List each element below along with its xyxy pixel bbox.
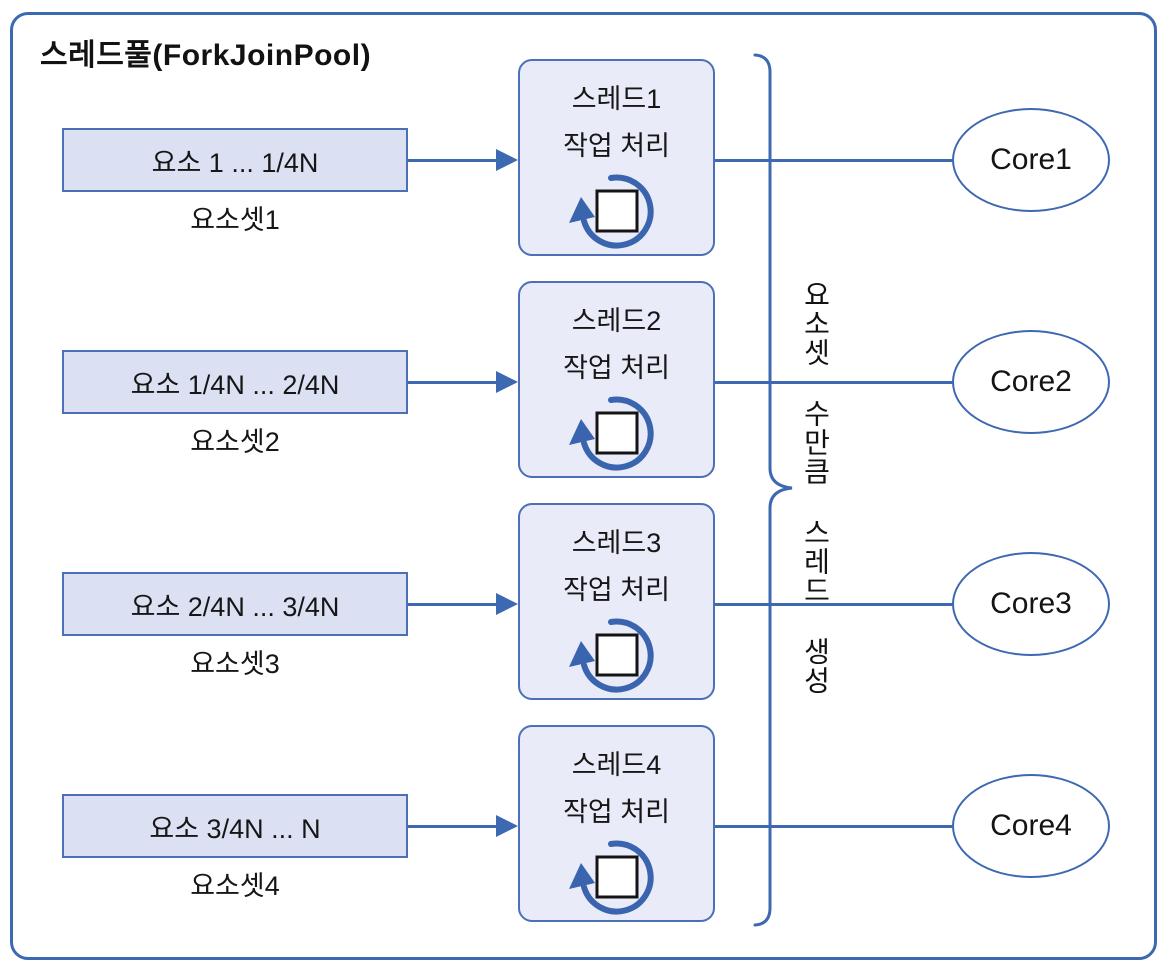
fork-arrow-line-2 bbox=[408, 380, 500, 384]
element-range-label-3: 요소 2/4N ... 3/4N bbox=[130, 591, 340, 622]
fork-arrow-head-icon-4 bbox=[496, 815, 518, 837]
task-loop-icon-1 bbox=[520, 165, 713, 261]
element-set-label-3: 요소셋3 bbox=[190, 649, 280, 679]
element-range-label-4: 요소 3/4N ... N bbox=[149, 813, 321, 844]
thread-task-2: 작업 처리 bbox=[563, 353, 670, 383]
thread-box-2: 스레드2 작업 처리 bbox=[518, 281, 715, 478]
element-box-1: 요소 1 ... 1/4N bbox=[62, 128, 408, 192]
core-ellipse-3: Core3 bbox=[952, 552, 1110, 656]
thread-box-1: 스레드1 작업 처리 bbox=[518, 59, 715, 256]
thread-task-1: 작업 처리 bbox=[563, 131, 670, 161]
core-ellipse-4: Core4 bbox=[952, 774, 1110, 878]
thread-core-connector-3 bbox=[714, 602, 958, 606]
brace-annotation: 요소셋 수만큼 스레드 생성 bbox=[800, 280, 831, 695]
fork-arrow-head-icon-3 bbox=[496, 593, 518, 615]
core-label-1: Core1 bbox=[990, 143, 1072, 176]
fork-arrow-head-icon-2 bbox=[496, 371, 518, 393]
element-set-label-1: 요소셋1 bbox=[190, 205, 280, 235]
thread-box-3: 스레드3 작업 처리 bbox=[518, 503, 715, 700]
task-loop-icon-4 bbox=[520, 831, 713, 927]
core-label-3: Core3 bbox=[990, 587, 1072, 620]
thread-name-1: 스레드1 bbox=[571, 84, 662, 114]
thread-name-4: 스레드4 bbox=[571, 750, 662, 780]
thread-name-2: 스레드2 bbox=[571, 306, 662, 336]
diagram-title: 스레드풀(ForkJoinPool) bbox=[40, 39, 372, 72]
element-set-label-4: 요소셋4 bbox=[190, 871, 280, 901]
element-box-4: 요소 3/4N ... N bbox=[62, 794, 408, 858]
element-range-label-2: 요소 1/4N ... 2/4N bbox=[130, 369, 340, 400]
task-loop-icon-2 bbox=[520, 387, 713, 483]
element-range-label-1: 요소 1 ... 1/4N bbox=[151, 147, 319, 178]
element-set-label-2: 요소셋2 bbox=[190, 427, 280, 457]
thread-name-3: 스레드3 bbox=[571, 528, 662, 558]
thread-core-connector-2 bbox=[714, 380, 958, 384]
element-box-2: 요소 1/4N ... 2/4N bbox=[62, 350, 408, 414]
fork-arrow-head-icon-1 bbox=[496, 149, 518, 171]
task-loop-icon-3 bbox=[520, 609, 713, 705]
thread-task-3: 작업 처리 bbox=[563, 575, 670, 605]
thread-core-connector-4 bbox=[714, 824, 958, 828]
core-ellipse-1: Core1 bbox=[952, 108, 1110, 212]
thread-box-4: 스레드4 작업 처리 bbox=[518, 725, 715, 922]
thread-task-4: 작업 처리 bbox=[563, 797, 670, 827]
core-label-4: Core4 bbox=[990, 809, 1072, 842]
element-box-3: 요소 2/4N ... 3/4N bbox=[62, 572, 408, 636]
core-ellipse-2: Core2 bbox=[952, 330, 1110, 434]
thread-core-connector-1 bbox=[714, 158, 958, 162]
fork-arrow-line-4 bbox=[408, 824, 500, 828]
fork-arrow-line-3 bbox=[408, 602, 500, 606]
fork-arrow-line-1 bbox=[408, 158, 500, 162]
core-label-2: Core2 bbox=[990, 365, 1072, 398]
